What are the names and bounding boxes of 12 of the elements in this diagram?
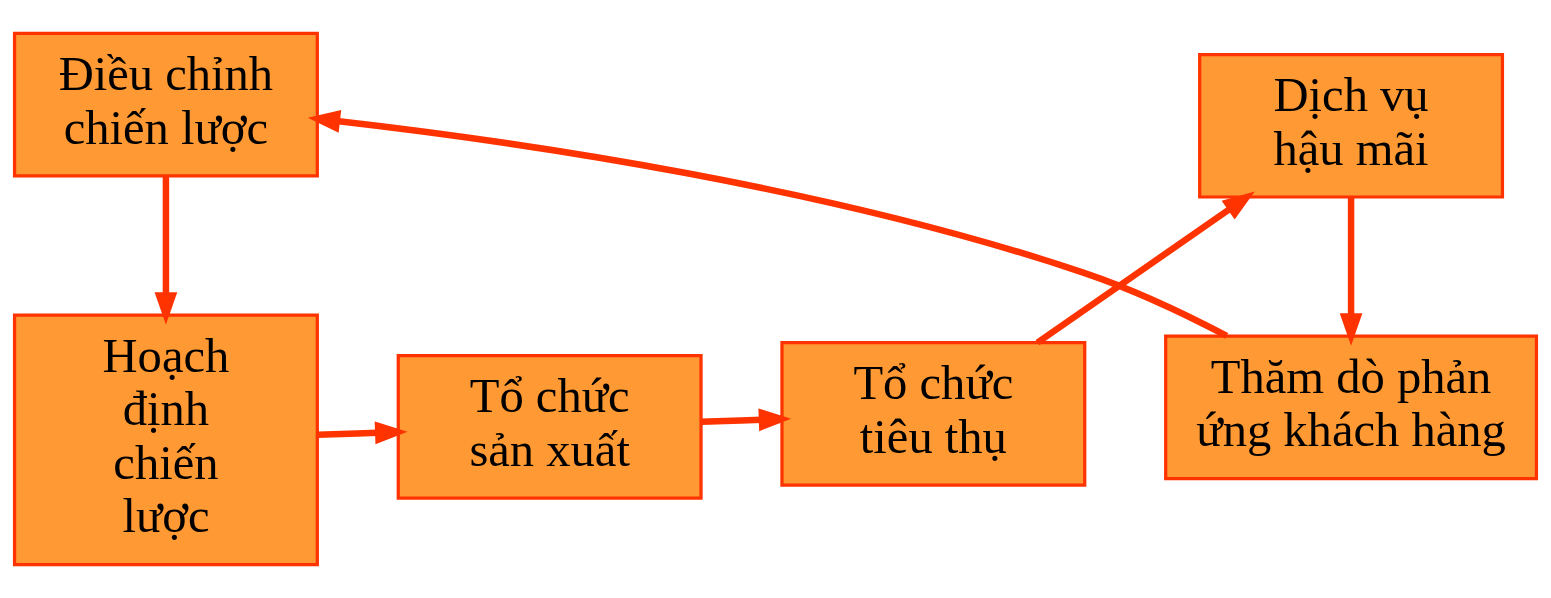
node-box: Dịch vụ hậu mãi <box>1198 52 1505 199</box>
arrow <box>317 421 408 445</box>
arrow <box>1035 191 1255 346</box>
node-box: Tổ chức tiêu thụ <box>780 341 1087 487</box>
arrow <box>154 176 178 325</box>
node-box: Hoạch định chiến lược <box>12 313 319 567</box>
node-box: Tổ chức sản xuất <box>396 354 703 500</box>
node-box: Thăm dò phản ứng khách hàng <box>1164 334 1539 481</box>
arrow <box>1339 197 1363 346</box>
arrow <box>307 110 1229 339</box>
node-box: Điều chỉnh chiến lược <box>12 31 319 178</box>
arrow <box>701 408 792 432</box>
